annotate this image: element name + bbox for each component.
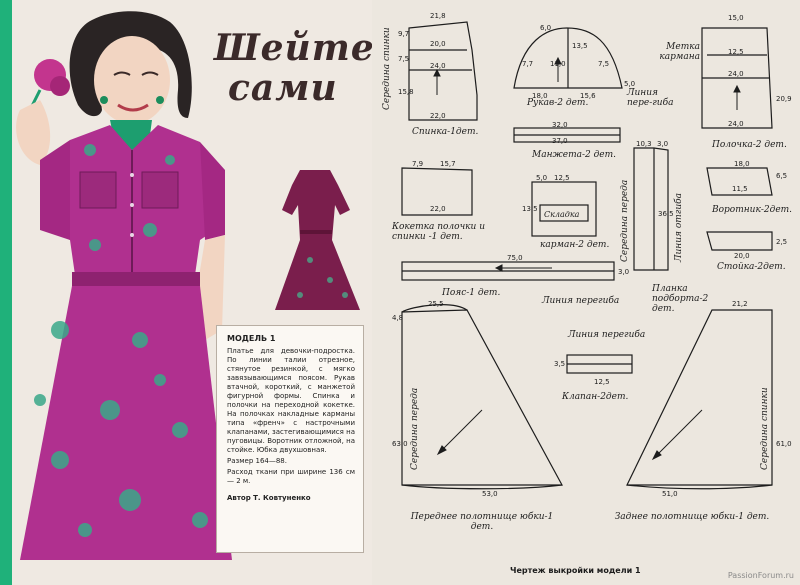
m-front-h: 20,9 [776,95,792,103]
m-back-h2: 7,5 [398,55,410,63]
belt-fold-label: Линия перегиба [542,296,620,306]
front-label: Полочка-2 дет. [712,140,787,150]
m-belt-w: 3,0 [618,268,630,276]
m-stand-w: 20,0 [734,252,750,260]
m-sleeve-b2: 15,6 [580,92,596,100]
back-skirt-piece [626,309,773,486]
back-skirt-label: Заднее полотнище юбки-1 дет. [614,512,770,522]
m-sleeve-l: 7,7 [522,60,534,68]
m-front-w2: 24,0 [728,70,744,78]
m-placket-h: 36,5 [658,210,674,218]
m-fskirt-side: 4,8 [392,314,404,322]
model-description-box: МОДЕЛЬ 1 Платье для девочки-подростка. П… [216,325,364,553]
model-size: Размер 164—88. [227,457,287,465]
collar-label: Воротник-2дет. [712,205,793,215]
m-front-top: 15,0 [728,14,744,22]
pleat-label: Складка [544,210,580,219]
m-front-w1: 12,5 [728,48,744,56]
model-fabric: Расход ткани при ширине 136 см — 2 м. [227,468,355,485]
model-author: Автор Т. Ковтуненко [227,494,311,502]
flap-label: Клапан-2дет. [562,392,629,402]
m-fskirt-top: 25,5 [428,300,444,308]
m-back-w1: 20,0 [430,40,446,48]
left-page: Шейте сами МОДЕЛЬ 1 Платье для девочки-п… [0,0,372,585]
m-pocket-h: 13,5 [522,205,538,213]
front-skirt-label: Переднее полотнище юбки-1 дет. [410,512,554,532]
m-sleeve-top: 6,0 [540,24,552,32]
model-heading: МОДЕЛЬ 1 [227,334,276,343]
m-front-bottom: 24,0 [728,120,744,128]
m-back-h3: 15,8 [398,88,414,96]
watermark: PassionForum.ru [727,571,794,580]
fold-line-label: Линия пере-гиба [627,88,674,108]
m-cuff-2: 37,0 [552,137,568,145]
collar-piece [706,167,773,196]
m-sleeve-r: 7,5 [598,60,610,68]
back-skirt-center-label: Середина спинки [760,387,770,470]
back-label: Спинка-1дет. [412,127,479,137]
stand-piece [706,231,773,251]
yoke-label: Кокетка полочки и спинки -1 дет. [392,222,486,242]
sleeve-label: Рукав-2 дет. [527,98,589,108]
m-bskirt-top: 21,2 [732,300,748,308]
green-strip [0,0,12,585]
back-center-label: Середина спинки [382,27,392,110]
placket-piece [633,147,669,271]
m-back-h1: 9,7 [398,30,410,38]
sleeve-piece [513,27,623,89]
m-fskirt-h: 63,0 [392,440,408,448]
pocket-label: карман-2 дет. [540,240,610,250]
m-stand-h: 2,5 [776,238,788,246]
front-skirt-piece [401,309,564,486]
placket-label: Планка подборта-2 дет. [652,284,709,314]
pocket-mark-label: Метка кармана [659,42,700,62]
back-piece [408,21,478,121]
m-flap-h: 3,5 [554,360,566,368]
front-piece [701,27,773,129]
m-sleeve-mid: 11,0 [550,60,566,68]
magazine-title: Шейте сами [214,28,372,108]
m-back-top: 21,8 [430,12,446,20]
m-collar-side: 11,5 [732,185,748,193]
fashion-illustration [16,11,364,560]
m-back-w2: 24,0 [430,62,446,70]
front-skirt-center-label: Середина переда [410,387,420,470]
m-bskirt-h: 61,0 [776,440,792,448]
m-placket-w: 3,0 [657,140,669,148]
title-line2: сами [228,67,338,109]
lapel-line-label: Линия отгиба [674,192,684,262]
m-collar-w: 18,0 [734,160,750,168]
m-yoke-2: 7,9 [412,160,424,168]
m-cuff-1: 32,0 [552,121,568,129]
m-flap-w: 12,5 [594,378,610,386]
model-description-text: Платье для девочки-подростка. По линии т… [227,347,355,454]
m-sleeve-b1: 18,0 [532,92,548,100]
m-sleeve-side: 5,0 [624,80,636,88]
pattern-page: Спинка-1дет. Середина спинки Рукав-2 дет… [372,0,800,585]
yoke-piece [401,167,473,216]
m-fskirt-bottom: 53,0 [482,490,498,498]
front-center-label: Середина переда [620,179,630,262]
m-back-bottom: 22,0 [430,112,446,120]
m-collar-h: 6,5 [776,172,788,180]
belt-label: Пояс-1 дет. [442,288,501,298]
m-yoke-w: 15,7 [440,160,456,168]
m-pocket-w: 12,5 [554,174,570,182]
flap-fold-label: Линия перегиба [568,330,646,340]
title-line1: Шейте [214,27,372,69]
pattern-drawing [401,21,773,490]
m-bskirt-bottom: 51,0 [662,490,678,498]
m-sleeve-h: 13,5 [572,42,588,50]
pattern-caption: Чертеж выкройки модели 1 [510,566,641,575]
m-yoke-b: 22,0 [430,205,446,213]
pocket-piece [531,181,597,237]
stand-label: Стойка-2дет. [717,262,786,272]
m-pocket-side: 5,0 [536,174,548,182]
cuff-label: Манжета-2 дет. [532,150,617,160]
m-belt-len: 75,0 [507,254,523,262]
m-placket-top: 10,3 [636,140,652,148]
